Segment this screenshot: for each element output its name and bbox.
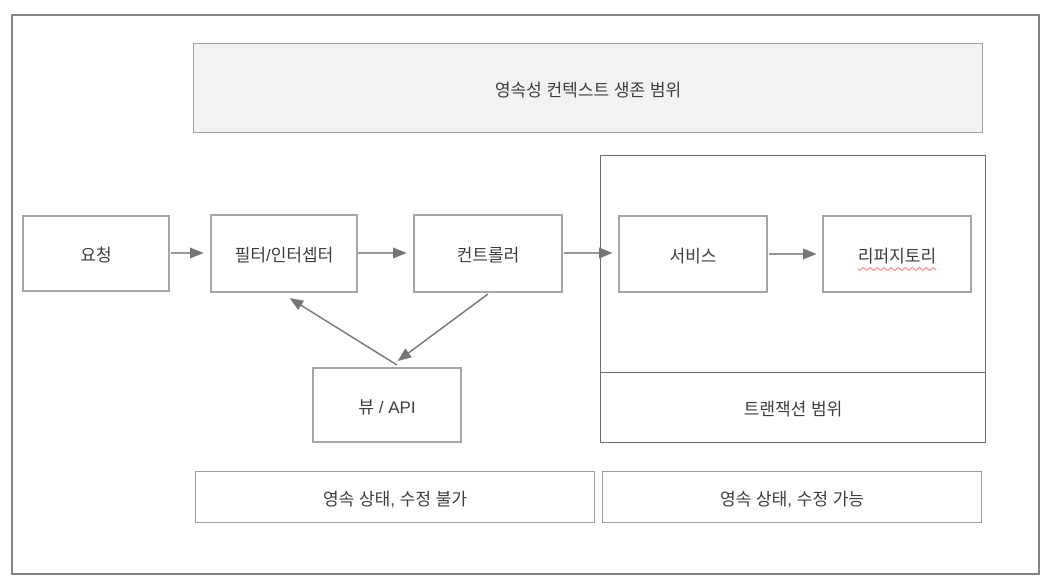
node-view-api-label: 뷰 / API xyxy=(358,397,416,417)
transaction-scope-container: 트랜잭션 범위 xyxy=(600,155,986,443)
footer-persistent-state-no-modify-label: 영속 상태, 수정 불가 xyxy=(322,489,467,509)
node-filter-interceptor: 필터/인터셉터 xyxy=(210,214,358,293)
node-service-label: 서비스 xyxy=(669,246,717,266)
node-repository: 리퍼지토리 xyxy=(822,215,972,293)
transaction-scope-label-strip: 트랜잭션 범위 xyxy=(601,372,985,442)
node-filter-interceptor-label: 필터/인터셉터 xyxy=(234,246,334,265)
node-view-api: 뷰 / API xyxy=(312,367,462,443)
persistence-context-scope-banner: 영속성 컨텍스트 생존 범위 xyxy=(193,43,983,133)
node-repository-label: 리퍼지토리 xyxy=(857,246,937,266)
node-controller-label: 컨트롤러 xyxy=(456,246,520,265)
node-request-label: 요청 xyxy=(80,246,112,265)
transaction-scope-label: 트랜잭션 범위 xyxy=(743,400,843,419)
persistence-context-scope-label: 영속성 컨텍스트 생존 범위 xyxy=(494,80,682,100)
footer-persistent-state-no-modify-box: 영속 상태, 수정 불가 xyxy=(195,471,595,523)
node-request: 요청 xyxy=(22,215,170,292)
node-controller: 컨트롤러 xyxy=(413,214,563,293)
footer-persistent-state-modifiable-box: 영속 상태, 수정 가능 xyxy=(602,471,982,523)
footer-persistent-state-modifiable-label: 영속 상태, 수정 가능 xyxy=(719,489,864,509)
node-service: 서비스 xyxy=(618,215,768,293)
diagram-outer-frame xyxy=(11,14,1040,575)
